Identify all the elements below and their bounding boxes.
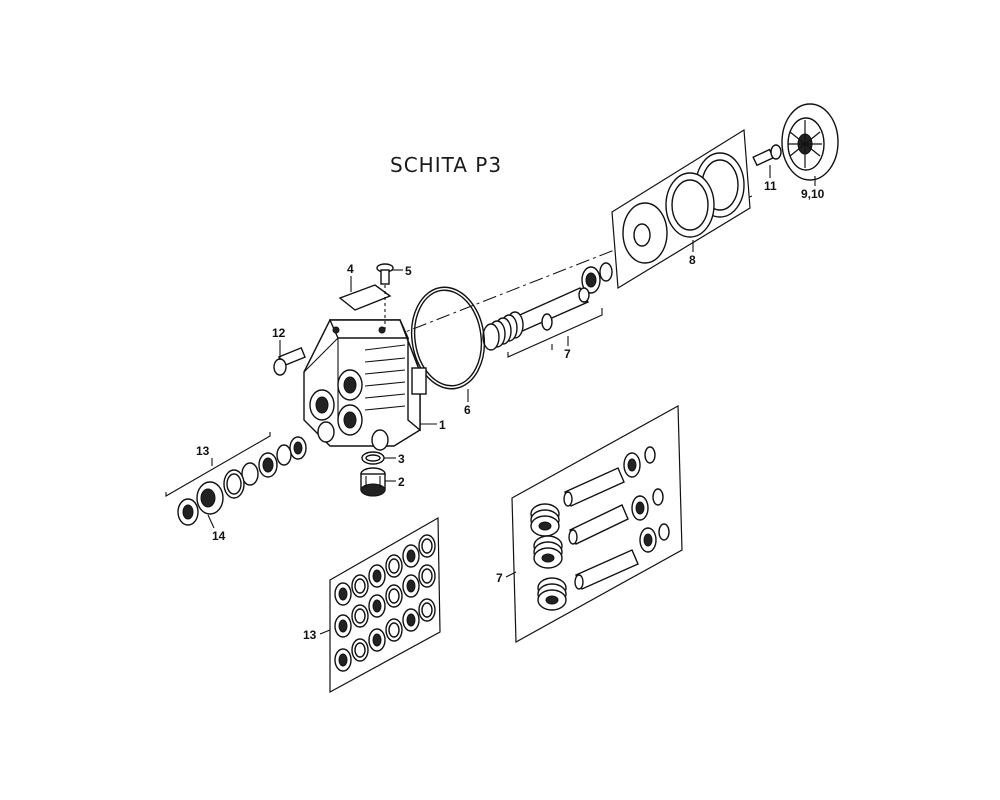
label-part-9-10: 9,10 xyxy=(801,187,825,201)
sleeve-part-14 xyxy=(177,481,224,526)
piston-kit-7-row2 xyxy=(533,488,664,569)
leader-13b xyxy=(319,629,331,635)
diagram-title: SCHITA P3 xyxy=(390,153,502,177)
screw-part-11 xyxy=(752,144,782,167)
piston-kit-7-row3 xyxy=(537,523,670,611)
label-part-5: 5 xyxy=(405,264,412,278)
label-part-11: 11 xyxy=(764,179,777,193)
label-part-2: 2 xyxy=(398,475,405,489)
label-part-14: 14 xyxy=(212,529,226,543)
label-part-12: 12 xyxy=(272,326,286,340)
label-part-8: 8 xyxy=(689,253,696,267)
label-part-3: 3 xyxy=(398,452,405,466)
label-part-13-top: 13 xyxy=(196,444,210,458)
label-part-4: 4 xyxy=(347,262,354,276)
label-part-7-bottom: 7 xyxy=(496,571,503,585)
o-ring-inner-edge xyxy=(413,289,483,387)
leader-7-bottom xyxy=(505,571,517,578)
screw-part-12 xyxy=(273,346,306,376)
seal-part-3 xyxy=(361,451,385,465)
screw-part-5 xyxy=(376,263,394,285)
plate-part-4 xyxy=(338,284,392,311)
seal-kit-13-rings xyxy=(334,534,436,672)
fan-cover-part xyxy=(781,103,839,181)
valve-plug-part-2 xyxy=(360,467,386,497)
label-part-7-top: 7 xyxy=(564,347,571,361)
label-part-13-bottom: 13 xyxy=(303,628,317,642)
piston-assembly-7-top xyxy=(482,262,613,351)
bracket-7-top xyxy=(507,308,603,358)
o-ring-part-6 xyxy=(410,286,486,390)
label-part-1: 1 xyxy=(439,418,446,432)
seal-row-13 xyxy=(223,436,307,499)
piston-kit-7-row1 xyxy=(530,446,656,537)
gasket-set-8 xyxy=(622,152,745,264)
label-part-6: 6 xyxy=(464,403,471,417)
leader-14 xyxy=(207,514,215,529)
pump-head-part-1 xyxy=(303,319,427,451)
bracket-13 xyxy=(165,432,271,497)
